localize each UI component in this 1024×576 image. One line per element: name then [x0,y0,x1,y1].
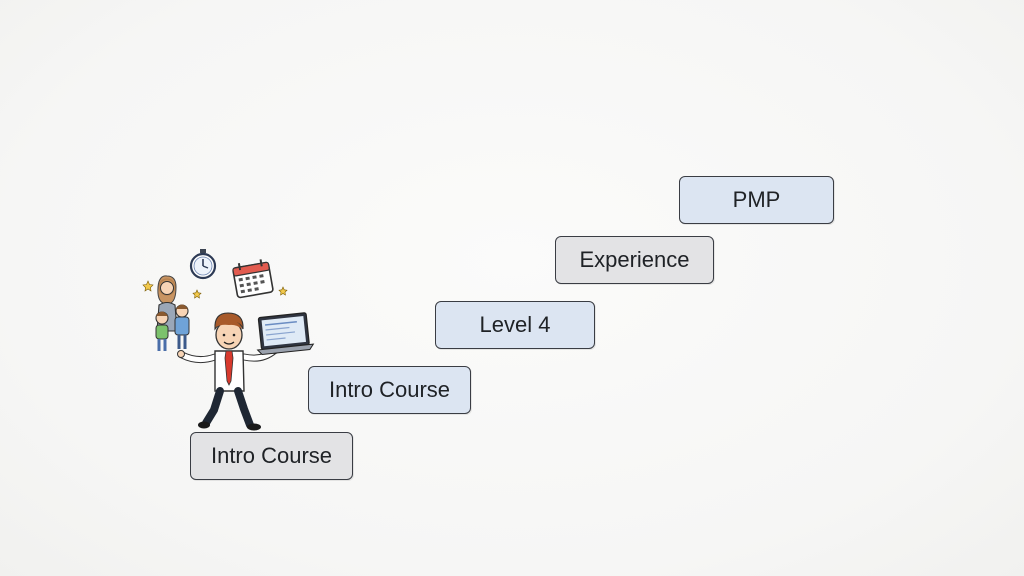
step-4-label: Experience [579,247,690,272]
juggling-professional-illustration [142,249,315,431]
step-2-label: Intro Course [328,377,451,402]
step-3-label: Level 4 [479,312,551,337]
stopwatch-icon [189,249,217,280]
star-icon [142,280,288,299]
step-1-intro-course: Intro Course [190,432,353,480]
family-icon [155,275,190,351]
businessman-figure [177,312,279,431]
calendar-icon [232,259,274,299]
step-1-label: Intro Course [210,443,333,468]
step-2-intro-course: Intro Course [308,366,471,414]
step-5-label: PMP [732,187,781,212]
step-3-level-4: Level 4 [435,301,595,349]
step-5-pmp: PMP [679,176,834,224]
laptop-icon [256,312,315,356]
step-4-experience: Experience [555,236,714,284]
